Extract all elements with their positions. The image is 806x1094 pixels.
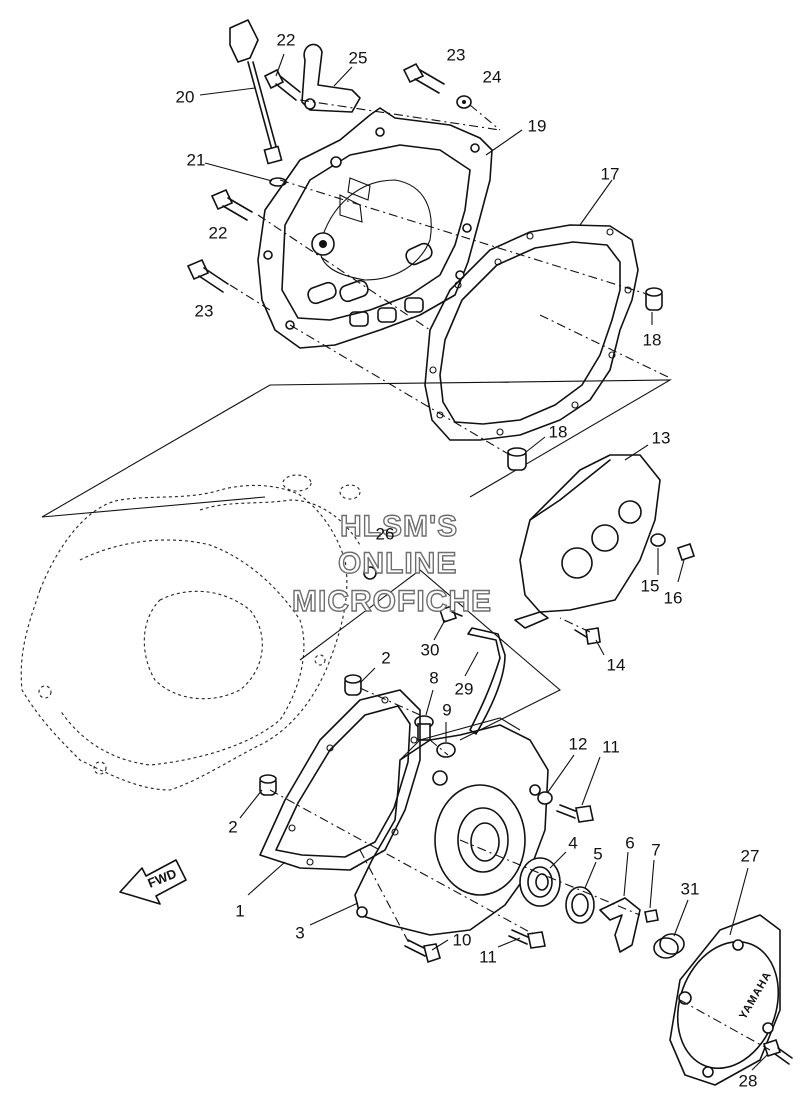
part-label-3: 3 [295,924,304,943]
part-label-2: 2 [381,649,390,668]
oil-dipstick [229,19,283,165]
part-label-8: 8 [429,669,438,688]
part-label-21: 21 [187,151,206,170]
part-label-28: 28 [739,1072,758,1091]
part-26 [363,566,377,580]
sprocket-cover-13 [514,454,661,629]
dowel-pin-2-upper [344,674,362,696]
dowel-pin-18-lower [507,447,527,471]
part-label-31: 31 [681,880,700,899]
part-label-9: 9 [442,701,451,720]
bolt-23-lower [186,258,229,293]
crankcase-cover-gasket [259,689,421,871]
part-label-27: 27 [741,847,760,866]
screw-7 [644,909,659,923]
o-ring-9 [436,742,456,758]
cover-logo-text: YAMAHA [737,969,774,1021]
washer-12 [537,791,553,805]
watermark-line-2: ONLINE [338,547,457,580]
dowel-pin-18-upper [645,287,663,311]
bolt-11-lower [508,929,546,949]
fwd-direction-arrow: FWD [119,859,187,905]
bolt-30 [438,604,463,624]
clip-29 [467,627,506,735]
clutch-cover-upper [257,107,493,349]
part-label-10: 10 [453,931,472,950]
o-ring-21 [269,177,287,187]
bolt-11-upper [556,804,594,823]
leader-lines [199,53,769,1071]
part-label-24: 24 [483,68,502,87]
part-label-23: 23 [447,46,466,65]
reference-plane-upper [41,379,673,741]
collar-31 [653,933,685,959]
bolt-16 [676,542,696,562]
part-label-18-lower: 18 [549,423,568,442]
bolt-23-upper [402,62,445,94]
watermark: HLSM'S ONLINE MICROFICHE [291,509,492,618]
part-label-4: 4 [568,834,577,853]
alignment-lines [229,99,771,1051]
part-label-2-lower: 2 [228,818,237,837]
part-label-22: 22 [277,31,296,50]
part-label-15: 15 [641,577,660,596]
part-label-11: 11 [602,738,620,757]
part-label-18: 18 [643,331,662,350]
oil-seal-5 [565,886,595,924]
retainer-plate-6 [599,897,641,953]
part-label-19: 19 [528,117,547,136]
part-label-26: 26 [376,525,395,544]
part-label-23-lower: 23 [195,302,214,321]
crankcase-cover-3 [354,717,549,936]
part-label-20: 20 [176,88,195,107]
bolt-22-upper [263,68,301,101]
part-label-11-lower: 11 [479,948,497,967]
part-label-13: 13 [652,429,671,448]
bolt-22-lower [210,188,253,221]
crankcase-phantom-outline [20,474,361,791]
watermark-line-3: MICROFICHE [292,585,492,618]
part-label-30: 30 [421,641,440,660]
part-label-22-lower: 22 [209,224,228,243]
part-label-1: 1 [235,902,244,921]
part-label-29: 29 [455,680,474,699]
part-label-16: 16 [664,589,683,608]
part-label-25: 25 [349,49,368,68]
bolt-28 [762,1038,793,1065]
washer-24 [456,95,472,109]
plug-8 [414,715,434,741]
part-label-5: 5 [593,845,602,864]
washer-15 [650,533,666,547]
bolt-10 [404,939,441,964]
clutch-cover-gasket [424,224,639,441]
bearing-4 [519,857,561,907]
part-label-7: 7 [651,841,660,860]
watermark-line-1: HLSM'S [340,510,458,543]
part-label-17: 17 [601,165,620,184]
part-number-labels: 20 22 25 23 24 19 21 22 17 23 18 18 13 2… [176,31,760,1091]
part-label-12: 12 [569,735,588,754]
part-label-6: 6 [625,834,634,853]
part-label-14: 14 [607,656,626,675]
